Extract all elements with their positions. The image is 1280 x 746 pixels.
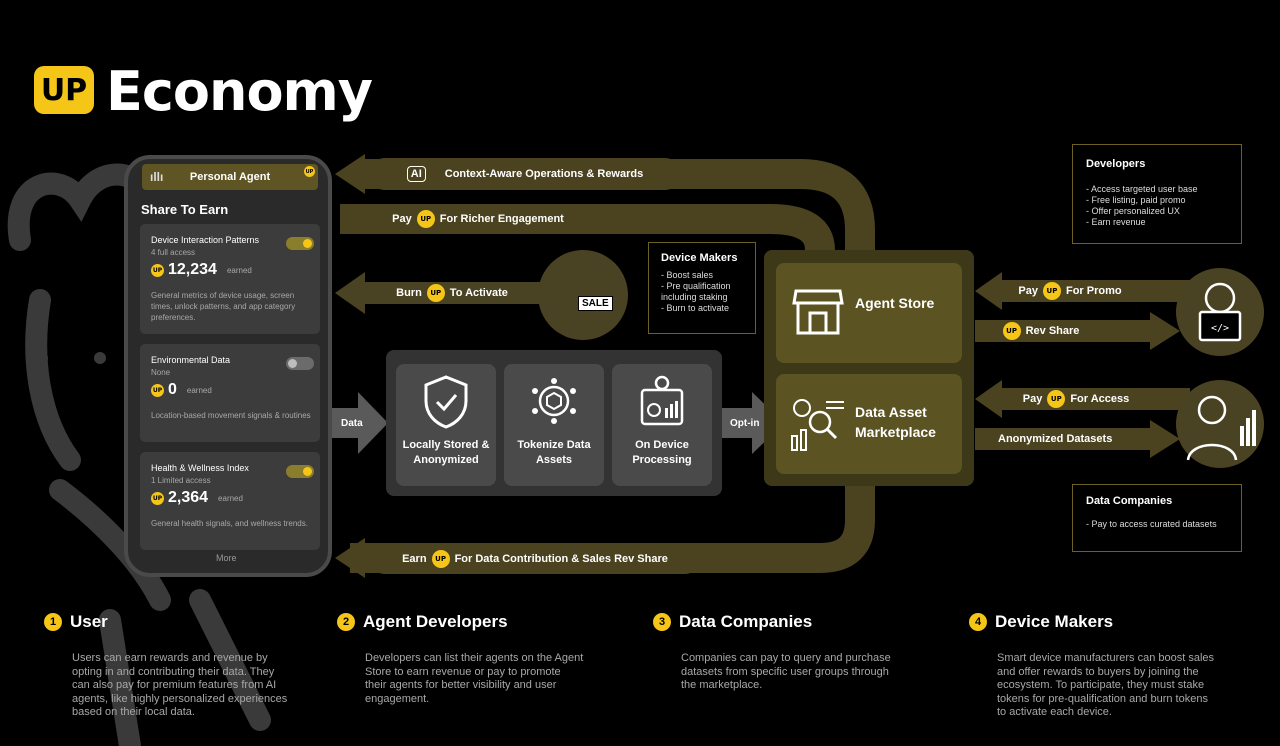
card-description: Location-based movement signals & routin… bbox=[151, 411, 311, 420]
tile-on-device[interactable]: On Device Processing bbox=[612, 364, 712, 486]
data-card-health[interactable]: Health & Wellness Index 1 Limited access… bbox=[140, 452, 320, 550]
sale-sign: SALE bbox=[578, 296, 613, 311]
store-icon bbox=[792, 289, 844, 335]
analytics-search-icon bbox=[791, 399, 844, 451]
flow-anonymized-datasets: Anonymized Datasets bbox=[998, 433, 1113, 445]
card-toggle[interactable] bbox=[286, 465, 314, 478]
personal-agent-label: Personal Agent bbox=[189, 171, 271, 183]
card-access: 1 Limited access bbox=[151, 476, 211, 485]
flow-context-aware: AI Context-Aware Operations & Rewards bbox=[370, 158, 680, 190]
device-maker-avatar: SALE bbox=[538, 250, 628, 340]
personal-agent-tag[interactable]: ıllı Personal Agent UP bbox=[142, 164, 318, 190]
card-title: Device Interaction Patterns bbox=[151, 235, 260, 245]
card-title: Health & Wellness Index bbox=[151, 463, 249, 473]
up-token-icon: UP bbox=[416, 210, 435, 228]
card-access: 4 full access bbox=[151, 248, 196, 257]
card-access: None bbox=[151, 368, 171, 377]
up-token-icon: UP bbox=[1002, 322, 1021, 340]
card-toggle[interactable] bbox=[286, 237, 314, 250]
card-description: General metrics of device usage, screen … bbox=[151, 291, 296, 322]
businessman-chart-icon bbox=[1186, 395, 1256, 461]
up-token-icon: UP bbox=[151, 491, 164, 505]
tile-tokenize[interactable]: Tokenize Data Assets bbox=[504, 364, 604, 486]
card-title: Environmental Data bbox=[151, 355, 231, 365]
network-cube-icon bbox=[532, 378, 576, 424]
up-logo: UP bbox=[34, 66, 94, 114]
callout-data-companies: Data Companies - Pay to access curated d… bbox=[1072, 484, 1242, 552]
share-to-earn-title: Share To Earn bbox=[141, 202, 229, 217]
data-card-device-interaction[interactable]: Device Interaction Patterns 4 full acces… bbox=[140, 224, 320, 334]
tile-locally-stored[interactable]: Locally Stored & Anonymized bbox=[396, 364, 496, 486]
more-link[interactable]: More bbox=[216, 553, 237, 563]
marketplace-node[interactable]: Data Asset Marketplace bbox=[776, 374, 962, 474]
card-toggle[interactable] bbox=[286, 357, 314, 370]
developer-laptop-icon: </> bbox=[1198, 282, 1242, 342]
card-description: General health signals, and wellness tre… bbox=[151, 519, 308, 528]
data-company-avatar bbox=[1176, 380, 1264, 468]
waveform-icon: ıllı bbox=[150, 170, 164, 184]
up-token-icon: UP bbox=[151, 263, 164, 277]
up-token-icon: UP bbox=[431, 550, 450, 568]
developer-avatar: </> bbox=[1176, 268, 1264, 356]
up-token-icon: UP bbox=[151, 383, 164, 397]
dashboard-gear-icon bbox=[640, 375, 684, 426]
up-token-icon: UP bbox=[304, 166, 315, 177]
up-token-icon: UP bbox=[1042, 282, 1061, 300]
page-title: Economy bbox=[106, 60, 373, 123]
svg-text:</>: </> bbox=[1211, 323, 1229, 334]
flow-data-label: Data bbox=[341, 418, 363, 429]
up-token-icon: UP bbox=[426, 284, 445, 302]
callout-device-makers: Device Makers - Boost sales - Pre qualif… bbox=[648, 242, 756, 334]
flow-optin-label: Opt-in bbox=[730, 418, 760, 429]
callout-developers: Developers - Access targeted user base -… bbox=[1072, 144, 1242, 244]
agent-store-node[interactable]: Agent Store bbox=[776, 263, 962, 363]
ai-icon: AI bbox=[406, 166, 426, 182]
up-token-icon: UP bbox=[1047, 390, 1066, 408]
shield-check-icon bbox=[424, 375, 468, 429]
